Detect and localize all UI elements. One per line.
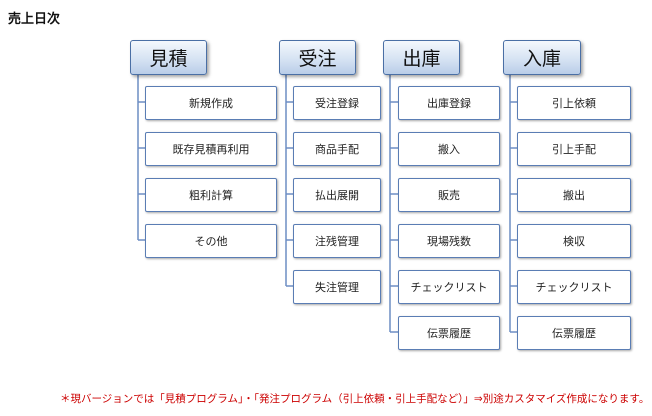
menu-item[interactable]: チェックリスト xyxy=(517,270,631,304)
menu-header-juchu[interactable]: 受注 xyxy=(279,40,356,75)
menu-header-mitsumori[interactable]: 見積 xyxy=(130,40,207,75)
menu-item[interactable]: 引上手配 xyxy=(517,132,631,166)
menu-item[interactable]: 搬出 xyxy=(517,178,631,212)
menu-item[interactable]: 既存見積再利用 xyxy=(145,132,277,166)
menu-item[interactable]: 失注管理 xyxy=(293,270,381,304)
menu-item[interactable]: 新規作成 xyxy=(145,86,277,120)
menu-item[interactable]: 粗利計算 xyxy=(145,178,277,212)
menu-item[interactable]: 検収 xyxy=(517,224,631,258)
menu-item[interactable]: 伝票履歴 xyxy=(517,316,631,350)
menu-item[interactable]: 引上依頼 xyxy=(517,86,631,120)
menu-item[interactable]: 現場残数 xyxy=(398,224,500,258)
footnote: ＊現バージョンでは「見積プログラム」・「発注プログラム（引上依頼・引上手配など）… xyxy=(60,393,650,405)
menu-header-shukko[interactable]: 出庫 xyxy=(383,40,460,75)
menu-item[interactable]: 伝票履歴 xyxy=(398,316,500,350)
page-title: 売上日次 xyxy=(8,12,61,27)
menu-item[interactable]: 受注登録 xyxy=(293,86,381,120)
menu-item[interactable]: 販売 xyxy=(398,178,500,212)
menu-item[interactable]: 出庫登録 xyxy=(398,86,500,120)
menu-item[interactable]: その他 xyxy=(145,224,277,258)
menu-item[interactable]: 搬入 xyxy=(398,132,500,166)
menu-item[interactable]: 商品手配 xyxy=(293,132,381,166)
menu-item[interactable]: 払出展開 xyxy=(293,178,381,212)
menu-header-nyuko[interactable]: 入庫 xyxy=(503,40,581,75)
menu-item[interactable]: 注残管理 xyxy=(293,224,381,258)
menu-item[interactable]: チェックリスト xyxy=(398,270,500,304)
